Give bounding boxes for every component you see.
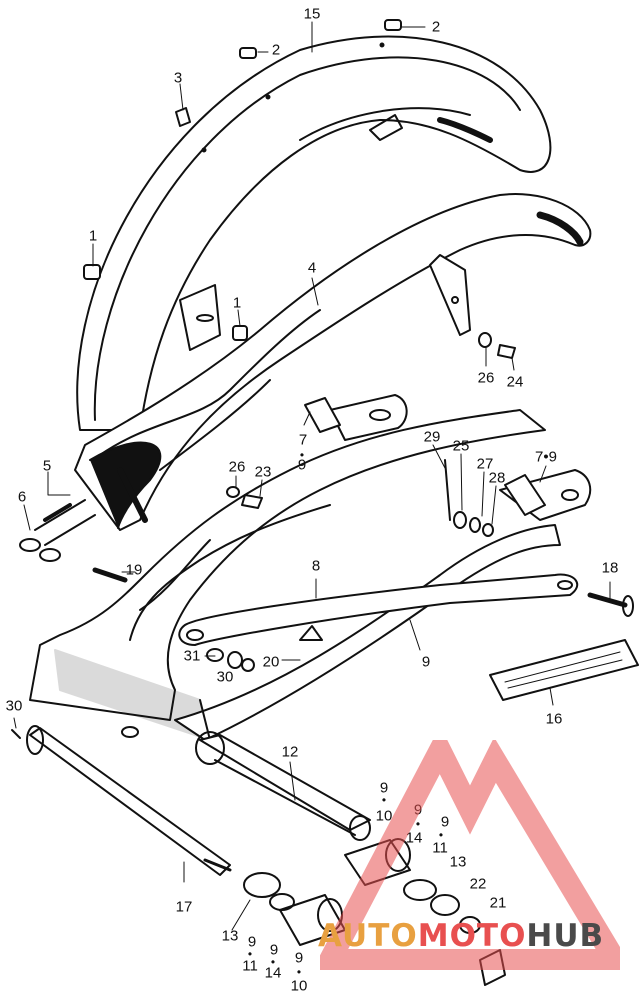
callout-7-9: 7•9 bbox=[535, 448, 557, 466]
callout-22: 22 bbox=[469, 875, 487, 893]
asterisk-dot: • bbox=[270, 955, 276, 969]
asterisk-dot: • bbox=[438, 828, 444, 842]
callout-16: 16 bbox=[545, 710, 563, 728]
callout-1: 1 bbox=[88, 227, 98, 245]
callout-13: 13 bbox=[221, 927, 239, 945]
asterisk-dot: • bbox=[247, 947, 253, 961]
inner-fender bbox=[74, 193, 592, 531]
caution-label bbox=[489, 639, 639, 701]
hardware bbox=[11, 19, 634, 739]
pivot-collar bbox=[195, 731, 371, 841]
callout-30: 30 bbox=[5, 697, 23, 715]
callout-18: 18 bbox=[601, 559, 619, 577]
callout-10: 10 bbox=[290, 977, 308, 995]
watermark-hub: HUB bbox=[526, 918, 605, 954]
callout-23: 23 bbox=[254, 463, 272, 481]
asterisk-dot: • bbox=[299, 448, 305, 462]
callout-3: 3 bbox=[173, 69, 183, 87]
drive-chain bbox=[19, 499, 96, 562]
callout-11: 11 bbox=[242, 957, 258, 975]
callout-13: 13 bbox=[449, 853, 467, 871]
callout-31: 31 bbox=[183, 647, 201, 665]
callout-10: 10 bbox=[375, 807, 393, 825]
callout-25: 25 bbox=[452, 437, 470, 455]
callout-15: 15 bbox=[303, 5, 321, 23]
callout-4: 4 bbox=[307, 259, 317, 277]
callout-26: 26 bbox=[228, 458, 246, 476]
callout-29: 29 bbox=[423, 428, 441, 446]
callout-21: 21 bbox=[489, 894, 507, 912]
callout-1: 1 bbox=[232, 294, 242, 312]
watermark-logo-icon bbox=[320, 740, 620, 970]
callout-14: 14 bbox=[264, 964, 282, 982]
callout-30: 30 bbox=[216, 668, 234, 686]
callout-28: 28 bbox=[488, 469, 506, 487]
callout-2: 2 bbox=[271, 41, 281, 59]
callout-27: 27 bbox=[476, 455, 494, 473]
callout-7: 7 bbox=[298, 431, 308, 449]
callout-6: 6 bbox=[17, 488, 27, 506]
callout-8: 8 bbox=[311, 557, 321, 575]
asterisk-dot: • bbox=[415, 817, 421, 831]
callout-9: 9 bbox=[297, 456, 307, 474]
callout-9: 9 bbox=[294, 949, 304, 967]
callout-12: 12 bbox=[281, 743, 299, 761]
callout-14: 14 bbox=[405, 829, 423, 847]
callout-5: 5 bbox=[42, 457, 52, 475]
callout-11: 11 bbox=[432, 839, 448, 857]
asterisk-dot: • bbox=[381, 793, 387, 807]
bushings bbox=[243, 838, 506, 986]
watermark: AUTOMOTOHUB bbox=[318, 918, 604, 954]
swing-arm bbox=[29, 394, 592, 741]
torque-link bbox=[178, 573, 579, 646]
callout-9: 9 bbox=[421, 653, 431, 671]
callout-20: 20 bbox=[262, 653, 280, 671]
callout-9: 9 bbox=[440, 813, 450, 831]
callout-17: 17 bbox=[175, 898, 193, 916]
pivot-bolt bbox=[26, 725, 232, 876]
leader-lines bbox=[13, 21, 611, 931]
callout-9: 9 bbox=[269, 941, 279, 959]
asterisk-dot: • bbox=[296, 965, 302, 979]
rear-fender bbox=[76, 35, 552, 431]
callout-9: 9 bbox=[247, 933, 257, 951]
callout-24: 24 bbox=[506, 373, 524, 391]
callout-19: 19 bbox=[125, 561, 143, 579]
callout-2: 2 bbox=[431, 18, 441, 36]
watermark-auto: AUTO bbox=[318, 918, 418, 954]
callout-9: 9 bbox=[379, 779, 389, 797]
watermark-moto: MOTO bbox=[417, 918, 527, 954]
callout-26: 26 bbox=[477, 369, 495, 387]
